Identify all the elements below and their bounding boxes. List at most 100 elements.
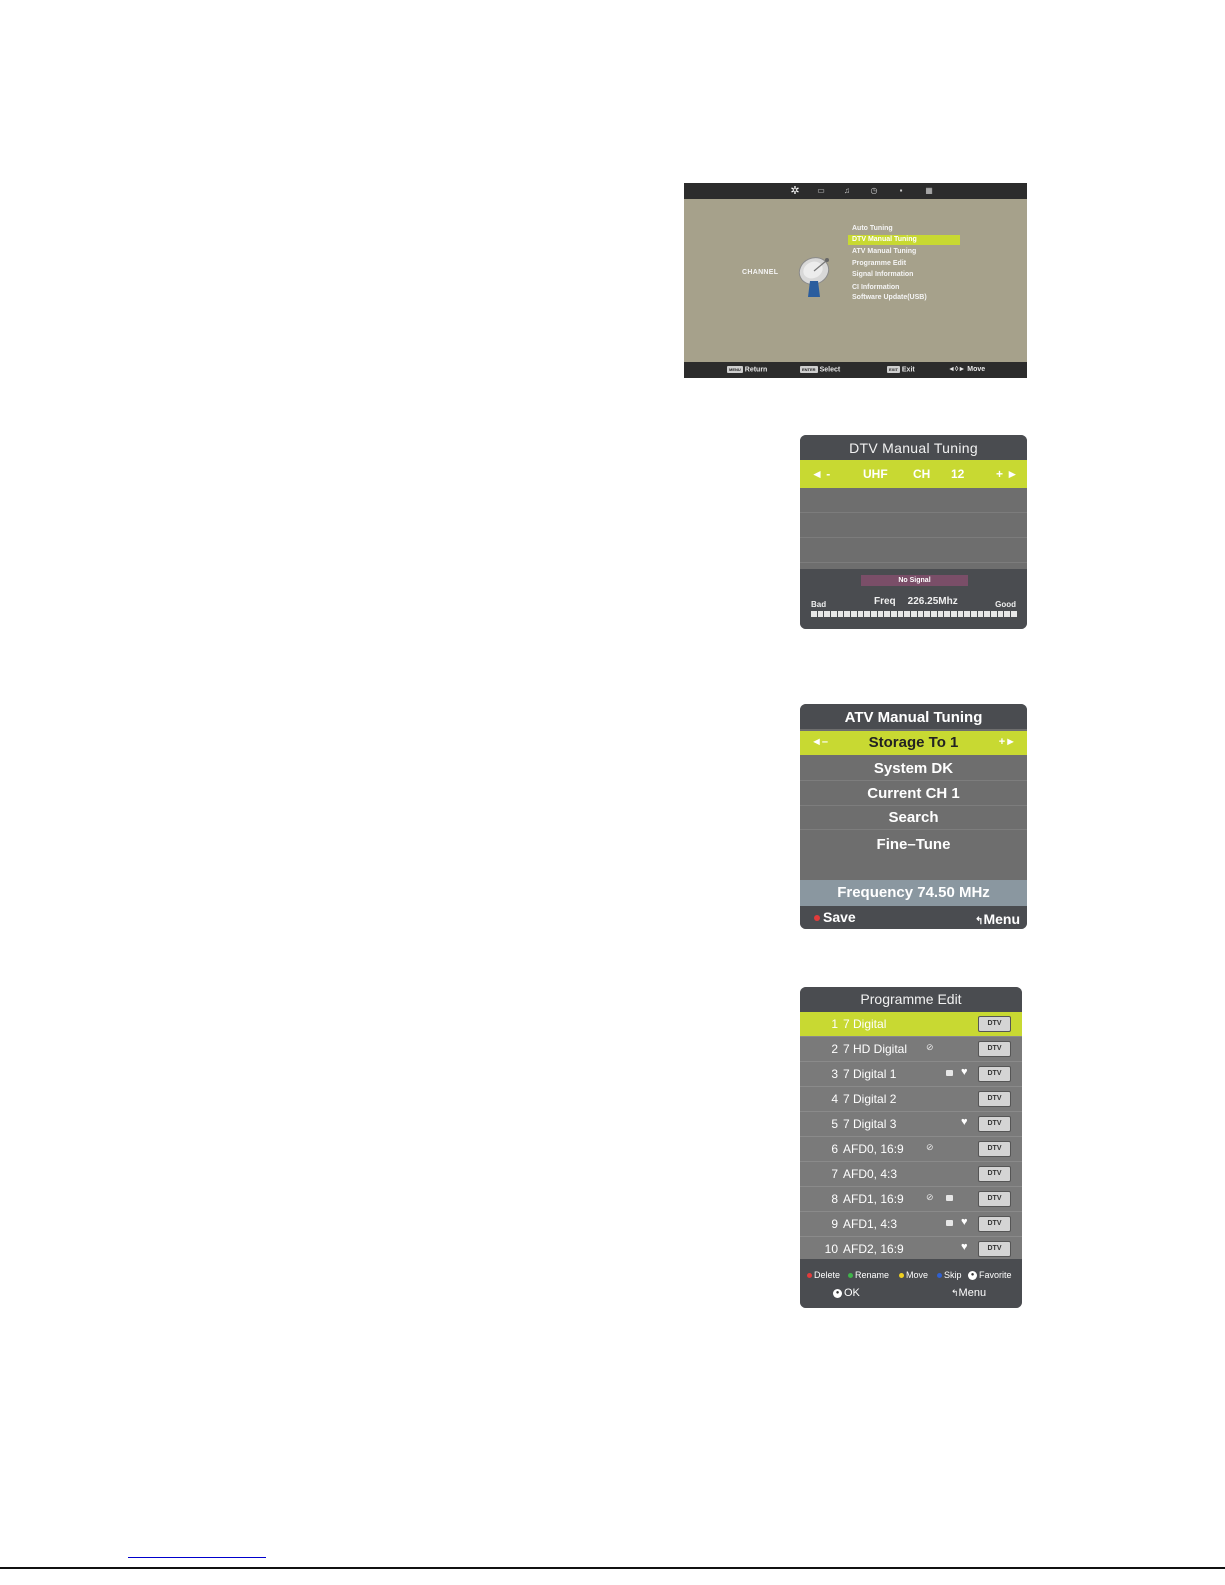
menu-tab-bar: ✲ ▭ ♫ ◷ ▪ ▦ bbox=[684, 183, 1027, 199]
setup-tab-icon[interactable]: ▦ bbox=[925, 186, 933, 195]
signal-segment bbox=[984, 611, 991, 617]
programme-name: 7 Digital 2 bbox=[843, 1092, 897, 1106]
fine-tune-row[interactable]: Fine–Tune bbox=[876, 836, 951, 853]
programme-row[interactable]: 3 7 Digital 1 ♥ DTV bbox=[800, 1062, 1022, 1087]
menu-hint[interactable]: ↰Menu bbox=[975, 911, 1020, 927]
programme-row[interactable]: 9 AFD1, 4:3 ♥ DTV bbox=[800, 1212, 1022, 1237]
menu-item-software-update[interactable]: Software Update(USB) bbox=[852, 294, 927, 301]
move-label: Move bbox=[906, 1270, 929, 1280]
back-arrow-icon: ↰ bbox=[975, 916, 984, 927]
skip-icon: ⊘ bbox=[926, 1142, 934, 1152]
lock-icon bbox=[946, 1070, 953, 1076]
signal-segment bbox=[864, 611, 871, 617]
save-label: Save bbox=[823, 909, 856, 925]
signal-segment bbox=[884, 611, 891, 617]
programme-edit-dialog: Programme Edit 1 7 Digital DTV 2 7 HD Di… bbox=[800, 987, 1022, 1308]
increase-arrow-icon[interactable]: + ► bbox=[996, 467, 1019, 481]
increase-arrow-icon[interactable]: +► bbox=[998, 736, 1016, 748]
menu-item-dtv-manual-tuning[interactable]: DTV Manual Tuning bbox=[848, 235, 960, 245]
menu-item-programme-edit[interactable]: Programme Edit bbox=[852, 260, 907, 267]
picture-tab-icon[interactable]: ▭ bbox=[817, 186, 825, 195]
current-channel-row[interactable]: Current CH 1 bbox=[800, 781, 1027, 806]
signal-segment bbox=[904, 611, 911, 617]
search-row[interactable]: Search bbox=[800, 805, 1027, 830]
empty-row bbox=[800, 513, 1027, 538]
menu-item-ci-information[interactable]: CI Information bbox=[852, 284, 900, 291]
dtv-badge: DTV bbox=[978, 1216, 1011, 1232]
lock-tab-icon[interactable]: ▪ bbox=[899, 186, 903, 195]
signal-segment bbox=[1004, 611, 1011, 617]
programme-row[interactable]: 1 7 Digital DTV bbox=[800, 1012, 1022, 1037]
programme-row[interactable]: 5 7 Digital 3 ♥ DTV bbox=[800, 1112, 1022, 1137]
programme-row[interactable]: 8 AFD1, 16:9 ⊘ DTV bbox=[800, 1187, 1022, 1212]
exit-label: Exit bbox=[901, 366, 915, 374]
delete-hint: Delete bbox=[807, 1270, 840, 1280]
move-hint: Move bbox=[899, 1270, 928, 1280]
fav-button-icon: ● bbox=[968, 1271, 977, 1281]
programme-number: 8 bbox=[831, 1192, 838, 1206]
freq-label: Freq bbox=[874, 596, 896, 607]
skip-hint: Skip bbox=[937, 1270, 962, 1280]
rename-label: Rename bbox=[855, 1270, 890, 1280]
dialog-title: ATV Manual Tuning bbox=[800, 704, 1027, 729]
system-row[interactable]: System DK bbox=[800, 756, 1027, 781]
signal-segment bbox=[837, 611, 844, 617]
signal-segment bbox=[911, 611, 917, 617]
decrease-arrow-icon[interactable]: ◄ - bbox=[811, 467, 831, 481]
ok-hint[interactable]: ●OK bbox=[833, 1287, 860, 1299]
atv-manual-tuning-dialog: ATV Manual Tuning ◄– Storage To 1 +► Sys… bbox=[800, 704, 1027, 929]
dtv-manual-tuning-dialog: DTV Manual Tuning ◄ - UHF CH 12 + ► No S… bbox=[800, 435, 1027, 629]
ch-value: 12 bbox=[951, 467, 965, 481]
dtv-badge: DTV bbox=[978, 1166, 1011, 1182]
signal-segment bbox=[831, 611, 837, 617]
programme-name: AFD1, 4:3 bbox=[843, 1217, 898, 1231]
channel-tab-icon[interactable]: ✲ bbox=[790, 185, 800, 197]
channel-menu-screen: ✲ ▭ ♫ ◷ ▪ ▦ CHANNEL Auto Tuning DTV Manu… bbox=[684, 183, 1027, 378]
satellite-dish-icon bbox=[798, 257, 830, 297]
programme-name: AFD0, 16:9 bbox=[843, 1142, 904, 1156]
time-tab-icon[interactable]: ◷ bbox=[870, 186, 878, 195]
programme-row[interactable]: 4 7 Digital 2 DTV bbox=[800, 1087, 1022, 1112]
signal-segment bbox=[991, 611, 997, 617]
programme-edit-legend: Delete Rename Move Skip ●Favorite ●OK ↰M… bbox=[800, 1259, 1022, 1308]
rename-hint: Rename bbox=[848, 1270, 889, 1280]
sound-tab-icon[interactable]: ♫ bbox=[844, 186, 850, 195]
programme-number: 7 bbox=[831, 1167, 838, 1181]
programme-name: 7 HD Digital bbox=[843, 1042, 908, 1056]
band-value: UHF bbox=[863, 467, 888, 481]
frequency-row: Frequency 74.50 MHz bbox=[800, 880, 1027, 906]
signal-segment bbox=[917, 611, 924, 617]
programme-row[interactable]: 2 7 HD Digital ⊘ DTV bbox=[800, 1037, 1022, 1062]
skip-icon: ⊘ bbox=[926, 1192, 934, 1202]
save-hint[interactable]: Save bbox=[814, 909, 856, 925]
delete-label: Delete bbox=[814, 1270, 841, 1280]
signal-segment bbox=[997, 611, 1004, 617]
menu-item-atv-manual-tuning[interactable]: ATV Manual Tuning bbox=[852, 248, 917, 255]
menu-hint[interactable]: ↰Menu bbox=[951, 1287, 986, 1299]
dtv-badge: DTV bbox=[978, 1116, 1011, 1132]
programme-name: 7 Digital 1 bbox=[843, 1067, 897, 1081]
signal-segment bbox=[931, 611, 937, 617]
programme-number: 4 bbox=[831, 1092, 838, 1106]
channel-selector-row[interactable]: ◄ - UHF CH 12 + ► bbox=[800, 460, 1027, 488]
menu-label: Menu bbox=[983, 911, 1020, 927]
signal-segment bbox=[891, 611, 897, 617]
programme-number: 2 bbox=[831, 1042, 838, 1056]
yellow-button-icon bbox=[899, 1273, 904, 1279]
lock-icon bbox=[946, 1220, 953, 1226]
programme-row[interactable]: 6 AFD0, 16:9 ⊘ DTV bbox=[800, 1137, 1022, 1162]
programme-number: 1 bbox=[831, 1017, 838, 1031]
signal-segment bbox=[871, 611, 877, 617]
good-label: Good bbox=[995, 600, 1016, 609]
programme-row[interactable]: 10 AFD2, 16:9 ♥ DTV bbox=[800, 1237, 1022, 1261]
menu-item-auto-tuning[interactable]: Auto Tuning bbox=[852, 225, 893, 232]
menu-item-signal-information[interactable]: Signal Information bbox=[852, 271, 914, 278]
signal-segment bbox=[844, 611, 851, 617]
programme-row[interactable]: 7 AFD0, 4:3 DTV bbox=[800, 1162, 1022, 1187]
storage-row[interactable]: ◄– Storage To 1 +► bbox=[800, 731, 1027, 755]
signal-segment bbox=[857, 611, 864, 617]
decrease-arrow-icon[interactable]: ◄– bbox=[811, 736, 829, 748]
favorite-heart-icon: ♥ bbox=[961, 1066, 968, 1078]
favorite-hint: ●Favorite bbox=[968, 1270, 1012, 1281]
